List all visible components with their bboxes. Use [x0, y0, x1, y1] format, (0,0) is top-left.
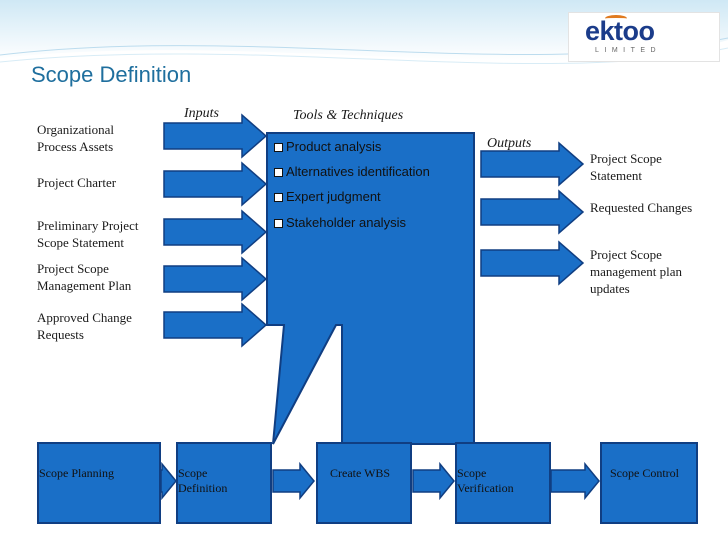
input-arrow	[163, 113, 268, 159]
output-arrow	[480, 240, 585, 286]
logo-swoosh-icon	[605, 15, 627, 22]
outputs-heading: Outputs	[487, 136, 532, 151]
output-label: Project Scope management plan updates	[590, 246, 682, 297]
output-arrow	[480, 141, 585, 187]
tool-item-label: Alternatives identification	[286, 164, 430, 179]
tool-item-label: Stakeholder analysis	[286, 215, 406, 230]
process-step-label: Scope Planning	[39, 466, 114, 481]
input-arrow	[163, 302, 268, 348]
output-arrow	[480, 189, 585, 235]
process-step-label-line: Verification	[457, 481, 514, 495]
checkbox-bullet-icon	[274, 143, 283, 152]
process-flow-arrow	[160, 461, 177, 501]
input-label-line: Preliminary Project	[37, 218, 139, 233]
tools-callout-box	[266, 132, 475, 445]
tool-item-label: Expert judgment	[286, 189, 381, 204]
process-flow-arrow	[412, 461, 455, 501]
checkbox-bullet-icon	[274, 193, 283, 202]
input-arrow	[163, 256, 268, 302]
company-logo: ektoo LIMITED	[568, 12, 720, 62]
tool-item: Stakeholder analysis	[274, 215, 406, 231]
process-step-label-line: Scope	[178, 466, 208, 480]
process-step-label-line: Scope Control	[610, 466, 679, 480]
tool-item-label: Product analysis	[286, 139, 382, 154]
input-label-line: Management Plan	[37, 278, 132, 293]
input-label-line: Process Assets	[37, 139, 114, 154]
output-label-line: management plan	[590, 264, 683, 279]
output-label: Requested Changes	[590, 199, 692, 216]
process-step-label-line: Definition	[178, 481, 228, 495]
output-label-line: Requested Changes	[590, 200, 693, 215]
logo-wordmark: ektoo	[585, 16, 655, 46]
process-flow-arrow	[550, 461, 600, 501]
tool-item: Expert judgment	[274, 189, 381, 205]
process-step-box: Scope Control	[600, 442, 698, 524]
input-label-line: Scope Statement	[37, 235, 125, 250]
input-label: Project Charter	[37, 174, 116, 191]
tool-item: Alternatives identification	[274, 164, 430, 180]
checkbox-bullet-icon	[274, 219, 283, 228]
input-label-line: Approved Change	[37, 310, 132, 325]
input-arrow	[163, 209, 268, 255]
input-label-line: Project Charter	[37, 175, 117, 190]
input-label-line: Requests	[37, 327, 84, 342]
slide-title: Scope Definition	[31, 62, 192, 87]
process-step-label-line: Scope	[457, 466, 487, 480]
process-step-label-line: Create WBS	[330, 466, 391, 480]
output-label-line: Project Scope	[590, 151, 662, 166]
input-label-line: Organizational	[37, 122, 115, 137]
process-step-box: Scope Planning	[37, 442, 161, 524]
output-label-line: Statement	[590, 168, 642, 183]
process-step-label: Scope Control	[610, 466, 679, 481]
inputs-heading: Inputs	[184, 106, 219, 121]
process-step-box: Create WBS	[316, 442, 412, 524]
input-arrow	[163, 161, 268, 207]
tools-heading: Tools & Techniques	[293, 108, 404, 123]
process-step-label-line: Scope Planning	[39, 466, 114, 480]
output-label-line: Project Scope	[590, 247, 662, 262]
logo-subtitle: LIMITED	[595, 47, 662, 54]
process-step-label: Create WBS	[330, 466, 390, 481]
checkbox-bullet-icon	[274, 168, 283, 177]
tool-item: Product analysis	[274, 139, 381, 155]
input-label-line: Project Scope	[37, 261, 109, 276]
output-label-line: updates	[590, 281, 630, 296]
process-flow-arrow	[272, 461, 315, 501]
